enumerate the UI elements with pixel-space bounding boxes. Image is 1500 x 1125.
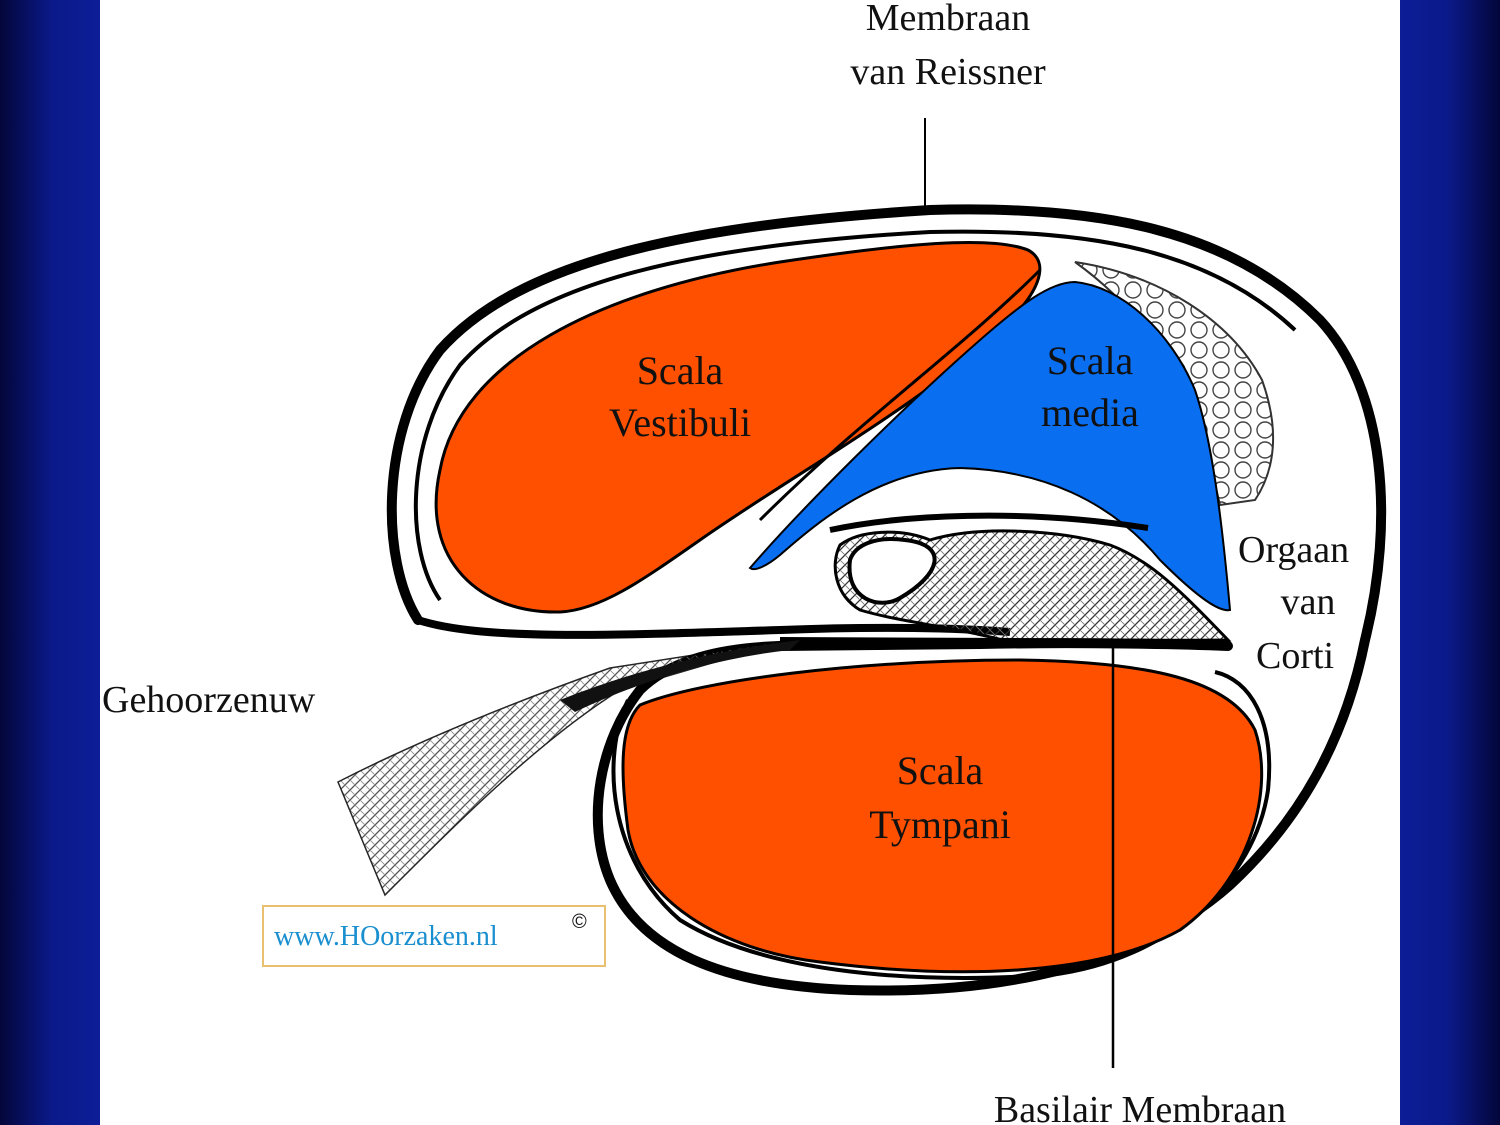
label-auditory-nerve: Gehoorzenuw bbox=[102, 679, 316, 721]
label-corti-line3: Corti bbox=[1256, 635, 1334, 677]
label-vestibuli-line2: Vestibuli bbox=[609, 400, 751, 445]
label-reissner-line1: Membraan bbox=[866, 0, 1031, 39]
label-tympani-line2: Tympani bbox=[869, 802, 1011, 847]
scala-tympani-region bbox=[621, 658, 1264, 974]
cochlea-inner-wall bbox=[413, 229, 1297, 602]
label-media-line1: Scala bbox=[1047, 338, 1134, 383]
label-media-line2: media bbox=[1041, 390, 1139, 435]
label-corti-line2: van bbox=[1281, 581, 1336, 623]
reissner-membrane bbox=[758, 268, 1042, 522]
label-vestibuli-line1: Scala bbox=[637, 348, 724, 393]
watermark-text: www.HOorzaken.nl bbox=[274, 921, 498, 952]
tectorial-membrane bbox=[829, 512, 1149, 533]
label-corti-line1: Orgaan bbox=[1238, 529, 1349, 571]
watermark-box: www.HOorzaken.nl © bbox=[262, 905, 606, 967]
inner-sulcus-loop bbox=[847, 537, 937, 605]
label-basilar-membrane: Basilair Membraan bbox=[994, 1089, 1286, 1125]
auditory-nerve-core bbox=[560, 640, 800, 712]
scala-media-region bbox=[748, 280, 1232, 612]
basilar-membrane-edge bbox=[779, 637, 1229, 645]
copyright-symbol: © bbox=[572, 911, 587, 933]
label-tympani-line1: Scala bbox=[897, 748, 984, 793]
label-reissner-line2: van Reissner bbox=[850, 51, 1046, 93]
tympani-duct-wall bbox=[611, 670, 1272, 980]
